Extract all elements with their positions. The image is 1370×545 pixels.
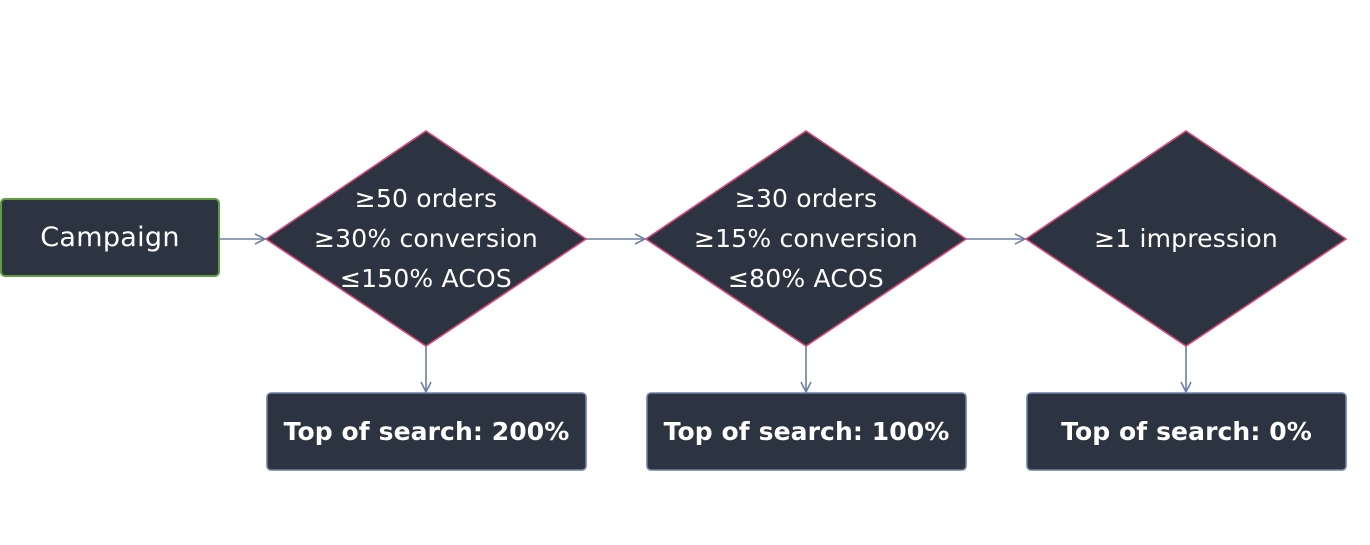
result-node-2 xyxy=(646,392,967,471)
result-node-1 xyxy=(266,392,587,471)
condition-node-1 xyxy=(264,130,588,347)
start-node xyxy=(0,198,220,277)
result-node-3 xyxy=(1026,392,1347,471)
condition-node-2 xyxy=(644,130,968,347)
condition-node-3 xyxy=(1024,130,1348,347)
